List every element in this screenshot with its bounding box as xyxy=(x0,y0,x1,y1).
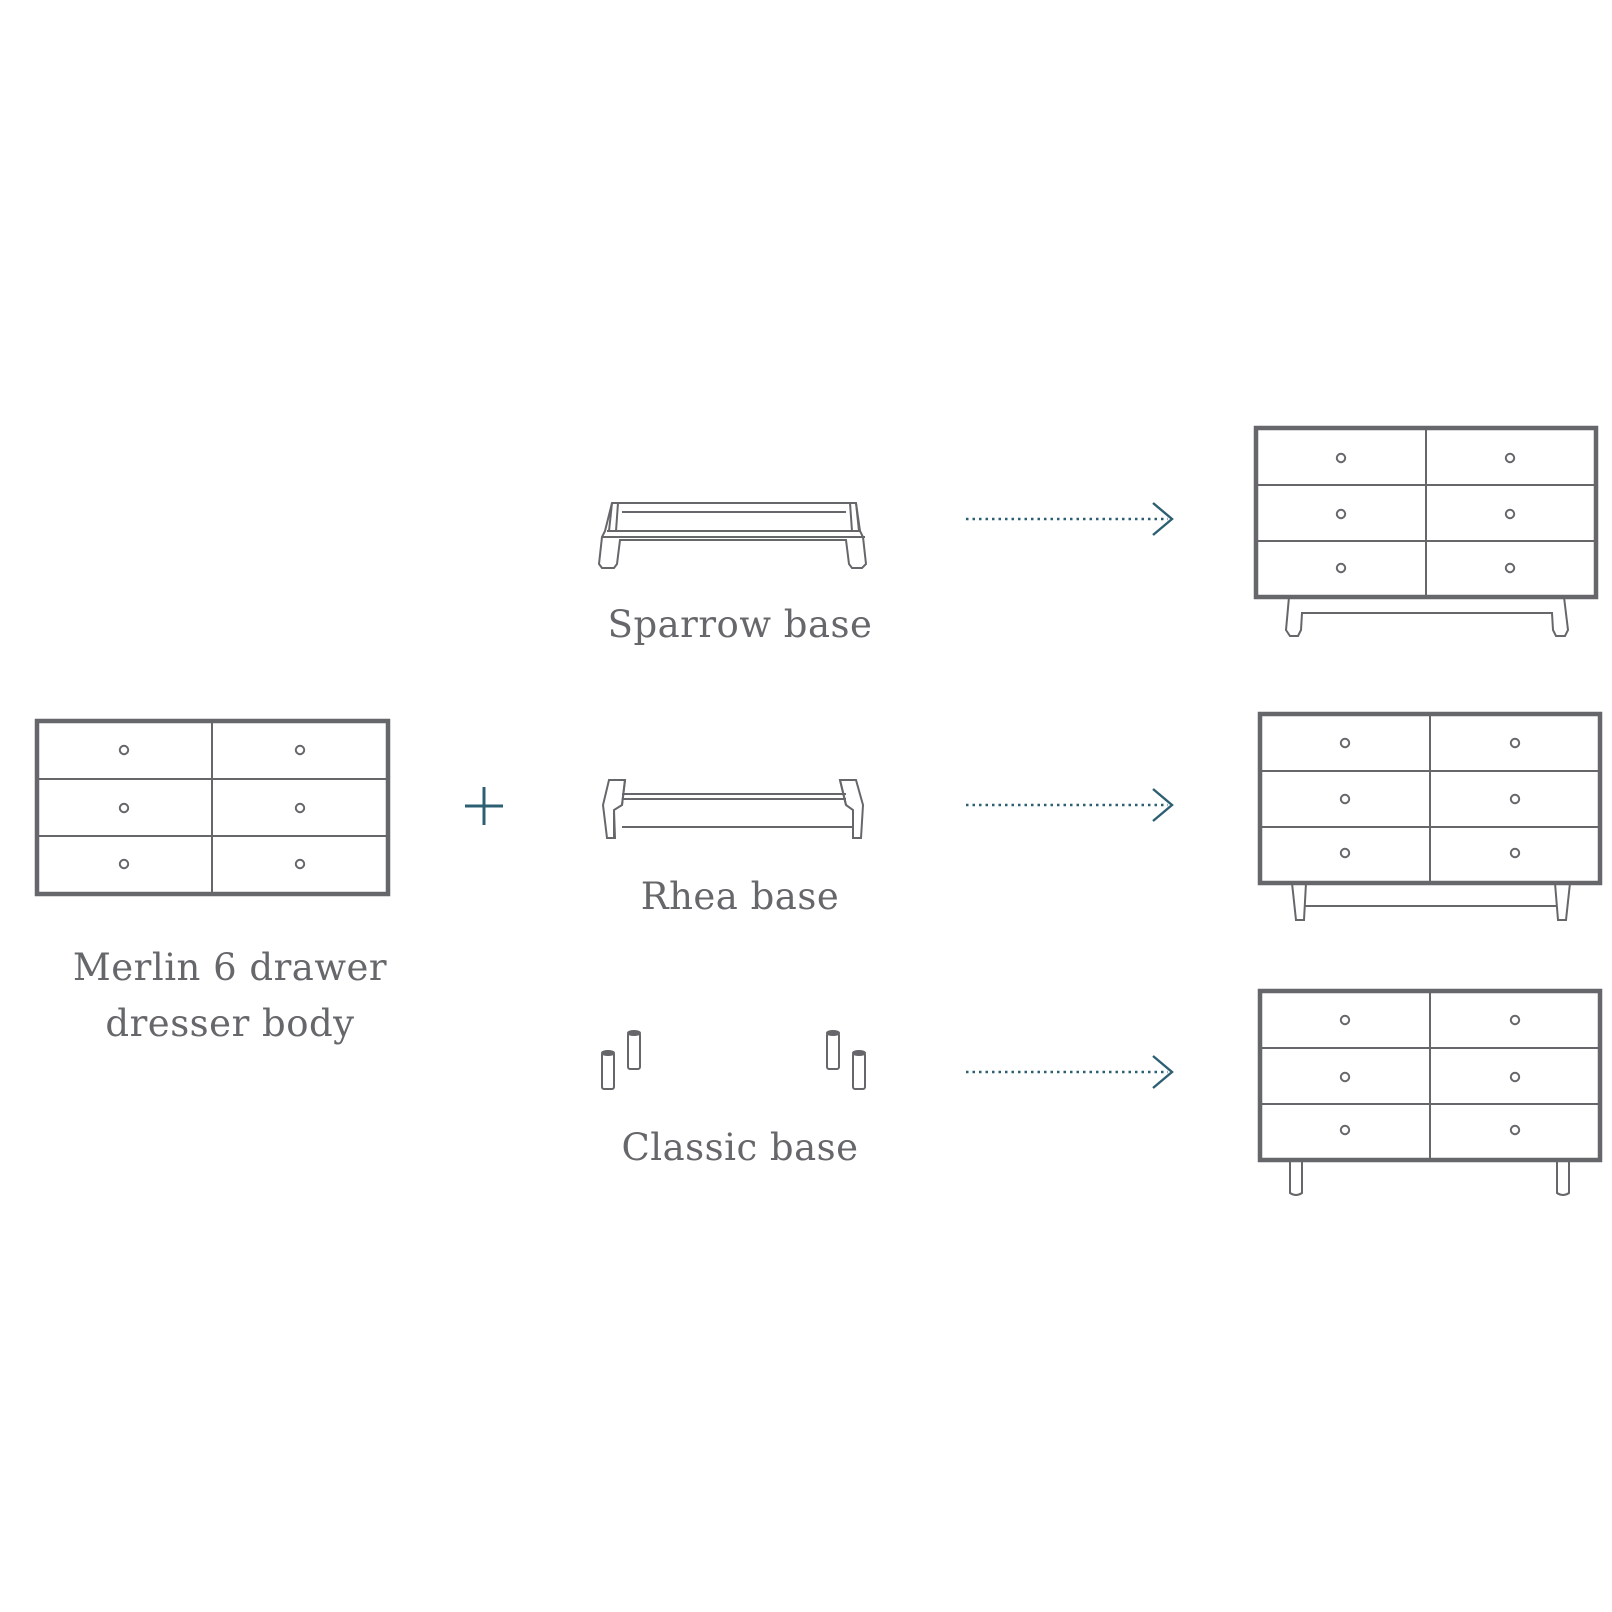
dresser-with-rhea-base-icon xyxy=(1257,711,1603,921)
sparrow-base-label: Sparrow base xyxy=(607,603,873,646)
dresser-with-classic-base-icon xyxy=(1257,988,1603,1196)
classic-base-icon xyxy=(601,1030,866,1090)
classic-base-label: Classic base xyxy=(621,1126,859,1169)
sparrow-base-icon xyxy=(597,502,868,569)
arrow-icon xyxy=(966,1055,1174,1089)
dresser-body-label-line2: dresser body xyxy=(105,1002,355,1045)
arrow-icon xyxy=(966,502,1174,536)
dresser-body-label: Merlin 6 drawer dresser body xyxy=(30,940,430,1052)
dresser-body-icon xyxy=(34,718,391,897)
dresser-body-label-line1: Merlin 6 drawer xyxy=(72,946,388,989)
arrow-icon xyxy=(966,788,1174,822)
dresser-with-sparrow-base-icon xyxy=(1253,425,1599,637)
plus-icon xyxy=(465,787,503,825)
rhea-base-label: Rhea base xyxy=(640,875,840,918)
rhea-base-icon xyxy=(601,779,865,839)
